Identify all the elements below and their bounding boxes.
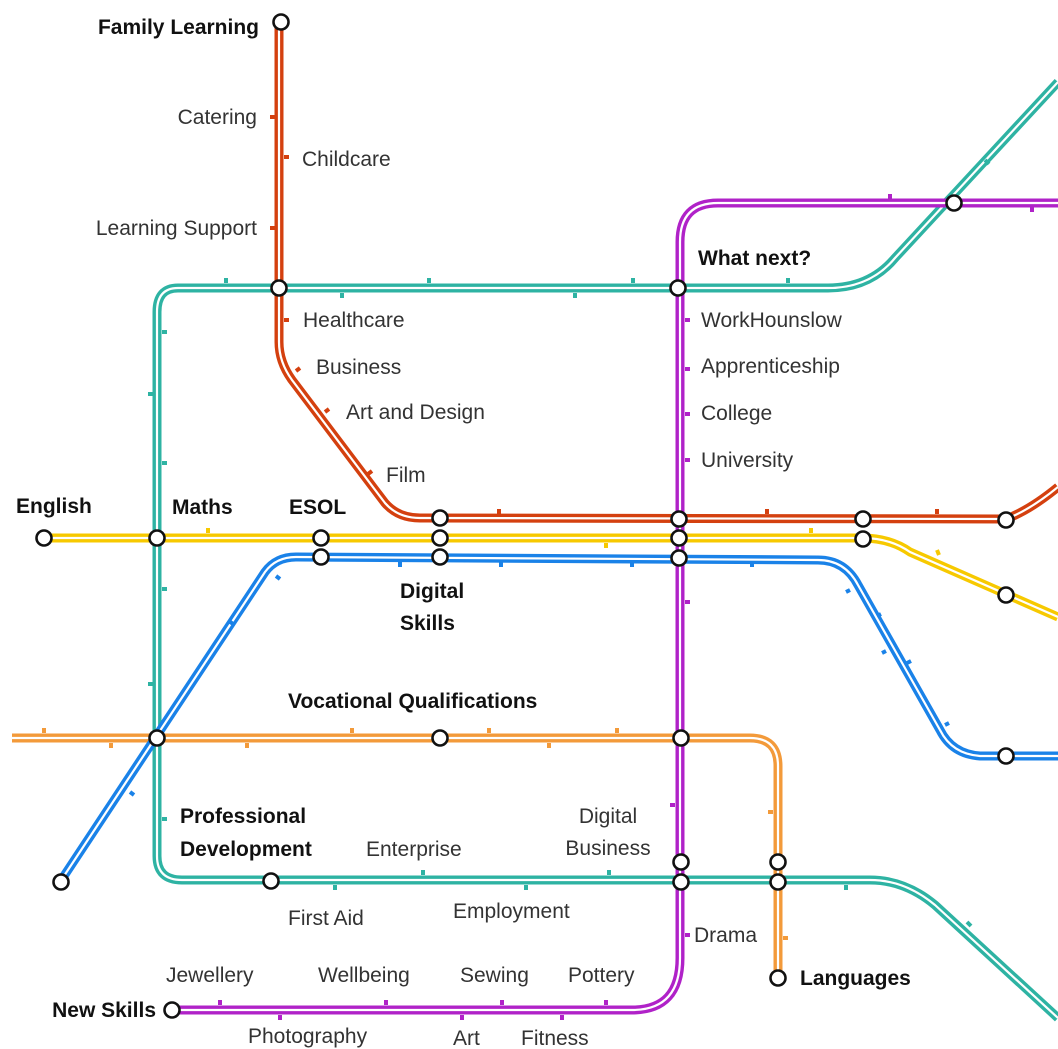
- station-digital-skills[interactable]: [431, 548, 449, 566]
- label-digital-business-line2: Business: [565, 837, 650, 860]
- line-family-learning: [274, 22, 1058, 524]
- label-healthcare: Healthcare: [303, 309, 405, 332]
- label-fitness: Fitness: [521, 1027, 589, 1049]
- label-jewellery: Jewellery: [166, 964, 254, 987]
- station-hub-yellow[interactable]: [670, 529, 688, 547]
- label-apprenticeship: Apprenticeship: [701, 355, 840, 378]
- label-learning-support: Learning Support: [96, 217, 257, 240]
- label-film: Film: [386, 464, 426, 487]
- station-purple-teal-interchange[interactable]: [945, 194, 963, 212]
- station-red-east-end[interactable]: [997, 511, 1015, 529]
- label-catering: Catering: [178, 106, 257, 129]
- label-esol: ESOL: [289, 496, 346, 519]
- station-professional-development[interactable]: [262, 872, 280, 890]
- label-sewing: Sewing: [460, 964, 529, 987]
- station-east-yellow[interactable]: [854, 530, 872, 548]
- station-languages[interactable]: [769, 969, 787, 987]
- line-what-next: [172, 198, 1058, 1015]
- label-business: Business: [316, 356, 401, 379]
- label-languages: Languages: [800, 967, 911, 990]
- label-art: Art: [453, 1027, 480, 1049]
- station-yellow-east[interactable]: [997, 586, 1015, 604]
- station-vocational-purple[interactable]: [672, 729, 690, 747]
- station-east-red[interactable]: [854, 510, 872, 528]
- label-wellbeing: Wellbeing: [318, 964, 410, 987]
- station-blue-east[interactable]: [997, 747, 1015, 765]
- line-professional-development: [152, 78, 1058, 1022]
- label-pottery: Pottery: [568, 964, 635, 987]
- station-hub-red[interactable]: [670, 510, 688, 528]
- label-college: College: [701, 402, 772, 425]
- label-enterprise: Enterprise: [366, 838, 462, 861]
- label-art-and-design: Art and Design: [346, 401, 485, 424]
- label-english: English: [16, 495, 92, 518]
- stop-ticks: [42, 115, 1034, 1020]
- label-digital-business-line1: Digital: [579, 805, 637, 828]
- station-red-teal-interchange[interactable]: [270, 279, 288, 297]
- label-vocational-qualifications: Vocational Qualifications: [288, 690, 537, 713]
- label-employment: Employment: [453, 900, 570, 923]
- stations: [35, 13, 1015, 1019]
- station-hub-blue[interactable]: [670, 549, 688, 567]
- station-maths[interactable]: [148, 529, 166, 547]
- station-new-skills[interactable]: [163, 1001, 181, 1019]
- station-vocational-west[interactable]: [148, 729, 166, 747]
- station-digital-business[interactable]: [672, 853, 690, 871]
- label-maths: Maths: [172, 496, 233, 519]
- station-vocational-qualifications[interactable]: [431, 729, 449, 747]
- label-drama: Drama: [694, 924, 757, 947]
- station-digital-skills-yellow[interactable]: [431, 529, 449, 547]
- station-digital-skills-red[interactable]: [431, 509, 449, 527]
- label-digital-skills-line2: Skills: [400, 612, 455, 635]
- station-esol-digital[interactable]: [312, 548, 330, 566]
- label-university: University: [701, 449, 794, 472]
- label-workhounslow: WorkHounslow: [701, 309, 843, 332]
- station-orange-teal[interactable]: [769, 873, 787, 891]
- label-photography: Photography: [248, 1025, 368, 1048]
- label-professional-line2: Development: [180, 838, 312, 861]
- label-first-aid: First Aid: [288, 907, 364, 930]
- station-esol[interactable]: [312, 529, 330, 547]
- line-vocational-qualifications: [12, 733, 783, 980]
- station-blue-west-end[interactable]: [52, 873, 70, 891]
- station-what-next[interactable]: [669, 279, 687, 297]
- line-english-maths: [44, 533, 1058, 622]
- label-digital-skills-line1: Digital: [400, 580, 464, 603]
- line-digital-skills: [56, 552, 1058, 885]
- station-family-learning[interactable]: [272, 13, 290, 31]
- label-professional-line1: Professional: [180, 805, 306, 828]
- label-family-learning: Family Learning: [98, 16, 259, 39]
- station-orange-south[interactable]: [769, 853, 787, 871]
- label-what-next: What next?: [698, 247, 811, 270]
- label-childcare: Childcare: [302, 148, 391, 171]
- station-english[interactable]: [35, 529, 53, 547]
- station-purple-teal-south[interactable]: [672, 873, 690, 891]
- label-new-skills: New Skills: [52, 999, 156, 1022]
